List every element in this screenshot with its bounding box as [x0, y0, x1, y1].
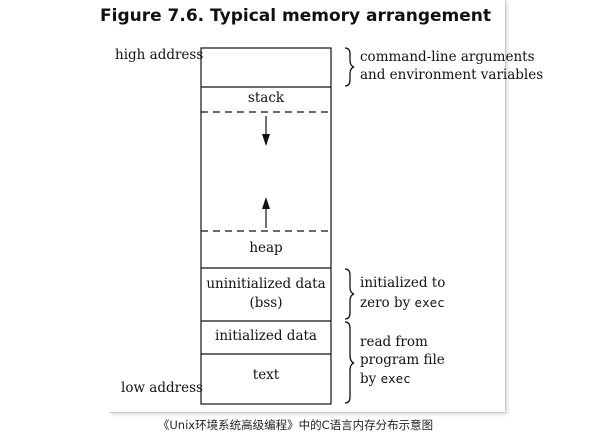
note-bss-line1: initialized to: [360, 275, 446, 291]
stack-growth-arrow-head: [262, 134, 270, 146]
heap-growth-arrow-head: [262, 197, 270, 209]
segment-text: text: [252, 367, 280, 383]
note-bss-line2: zero by exec: [360, 294, 445, 312]
segment-bss-line1: uninitialized data: [206, 276, 326, 292]
figure-title: Figure 7.6. Typical memory arrangement: [100, 6, 491, 26]
brace-args: [344, 47, 355, 87]
brace-bss: [344, 268, 355, 320]
note-args-line2: and environment variables: [360, 67, 544, 83]
segment-initialized-data: initialized data: [215, 328, 317, 344]
figure-frame: [110, 0, 506, 413]
memory-column: [200, 47, 332, 405]
low-address-label: low address: [121, 380, 203, 396]
segment-stack: stack: [247, 90, 285, 106]
note-file-exec-code: exec: [380, 371, 411, 386]
note-file-line1: read from: [360, 334, 428, 350]
note-args-line1: command-line arguments: [360, 49, 535, 65]
segment-bss-line2: (bss): [249, 295, 283, 311]
note-file-line3-prefix: by: [360, 371, 377, 387]
high-address-label: high address: [115, 47, 204, 63]
figure-caption: 《Unix环境系统高级编程》中的C语言内存分布示意图: [157, 418, 434, 432]
brace-file: [344, 321, 355, 404]
segment-heap: heap: [249, 240, 283, 256]
note-file-line3: by exec: [360, 370, 411, 388]
note-bss-line2-prefix: zero by: [360, 295, 411, 311]
note-file-line2: program file: [360, 352, 445, 368]
note-bss-exec-code: exec: [414, 295, 445, 310]
